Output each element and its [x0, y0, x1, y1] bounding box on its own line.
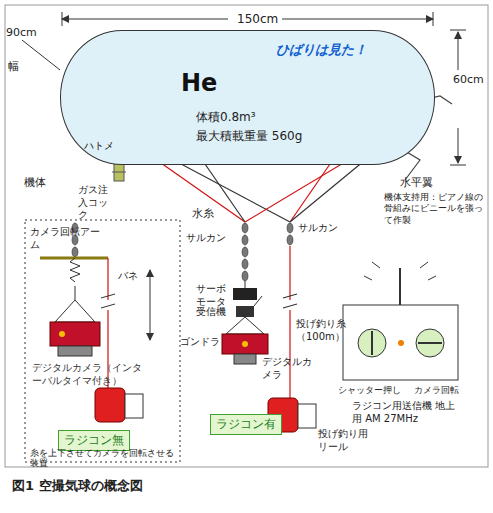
dimension-lines — [450, 165, 466, 166]
gas-symbol: He — [181, 69, 217, 97]
figure-caption: 図1 空撮気球の概念図 — [12, 478, 143, 494]
fishing-line — [283, 294, 297, 308]
dimension-lines — [450, 30, 466, 31]
fishing-line — [289, 310, 290, 398]
gondola — [233, 288, 257, 300]
note: 機体支持用：ピアノ線の骨組みにビニールを張って作製 — [384, 192, 484, 226]
gas-cock — [112, 163, 126, 181]
fishing-line — [283, 246, 297, 398]
rc-free-box — [25, 220, 180, 462]
gondola — [254, 296, 262, 306]
part-name: 受信機 — [196, 306, 226, 319]
transmitter — [398, 340, 404, 346]
part-name: 水糸 — [192, 207, 214, 221]
note: 糸を上下させてカメラを回転させる装置 — [30, 448, 178, 469]
rc-free-device — [75, 286, 76, 300]
rc-free-box — [25, 220, 180, 462]
gondola — [226, 317, 264, 334]
part-name: ゴンドラ — [180, 336, 220, 349]
transmitter — [399, 268, 401, 305]
rc-free-device — [125, 394, 143, 418]
transmitter — [358, 329, 386, 357]
rc-free-device — [101, 294, 115, 308]
gondola — [236, 306, 254, 317]
rc-free-device — [40, 258, 150, 422]
chains — [72, 223, 293, 281]
reel-right — [298, 404, 316, 428]
chains — [242, 259, 248, 269]
part-name: デジタルカメラ（インターバルタイマ付き） — [32, 362, 142, 387]
dimension-lines — [22, 12, 466, 165]
dimension: 90cm — [6, 26, 37, 40]
dimension-lines — [22, 40, 60, 70]
volume-text: 体積0.8m³ — [196, 109, 256, 126]
part-name: 水平翼 — [400, 176, 433, 190]
rc-free-device — [95, 388, 125, 422]
transmitter — [418, 342, 442, 344]
fishing-line — [289, 246, 290, 300]
control-name: シャッター押し — [338, 385, 401, 396]
dimension-lines — [62, 19, 228, 20]
transmitter — [343, 262, 458, 380]
transmitter — [343, 305, 458, 380]
chains — [242, 247, 248, 257]
dimension: 60cm — [453, 74, 464, 86]
part-name: カメラ回転アーム — [30, 226, 100, 251]
chains — [242, 271, 248, 281]
rc-free-device — [107, 258, 108, 300]
chains — [242, 235, 248, 245]
frame — [5, 5, 488, 467]
part-name: バネ — [118, 270, 138, 283]
tag-text: ラジコン有 — [216, 416, 276, 433]
part-name: ガス注入コック — [78, 184, 112, 222]
control-name: カメラ回転 — [414, 385, 459, 396]
gondola — [245, 281, 246, 288]
gondola — [234, 354, 256, 364]
frame — [5, 5, 488, 467]
dimension: 150cm — [235, 12, 280, 27]
dimension-name: 幅 — [8, 60, 19, 74]
part-name: 投げ釣り糸（100m） — [296, 318, 346, 343]
chains — [287, 235, 293, 245]
device-name: ラジコン用送信機 地上用 AM 27MHz — [352, 400, 457, 425]
rc-none-tag: ラジコン無 — [58, 430, 130, 451]
gondola — [222, 281, 268, 364]
part-name: サーボモータ — [196, 283, 230, 308]
rc-free-device — [55, 300, 95, 322]
balloon-body: ひばりは見た！ He 体積0.8m³ 最大積載重量 560g — [60, 30, 435, 165]
part-name: 機体 — [24, 176, 46, 190]
rc-free-device — [70, 258, 80, 282]
tag-text: ラジコン無 — [64, 432, 124, 449]
payload-text: 最大積載重量 560g — [196, 128, 302, 145]
rc-free-device — [50, 322, 100, 346]
transmitter — [371, 331, 373, 355]
balloon-name: ひばりは見た！ — [276, 41, 367, 59]
dimension-lines — [458, 128, 459, 163]
dimension-lines — [458, 32, 459, 70]
rc-free-device — [59, 331, 65, 337]
part-name: サルカン — [298, 222, 338, 235]
gondola — [242, 341, 248, 347]
chains — [242, 223, 248, 233]
part-name: 投げ釣り用リール — [318, 428, 370, 453]
dimension-lines — [62, 12, 63, 26]
chains — [287, 223, 293, 233]
transmitter — [364, 262, 436, 280]
transmitter — [416, 329, 444, 357]
part-name: デジタルカメラ — [262, 356, 312, 381]
rc-present-tag: ラジコン有 — [210, 414, 282, 435]
dimension-lines — [282, 19, 433, 20]
chains — [72, 247, 78, 257]
rc-free-device — [150, 270, 151, 340]
gas-cock — [112, 172, 126, 173]
rc-free-device — [58, 346, 92, 356]
tether-lines — [290, 164, 330, 222]
dimension-lines — [433, 12, 434, 26]
gondola — [222, 334, 268, 354]
part-name: サルカン — [186, 232, 226, 245]
part-name: ハトメ — [84, 140, 114, 153]
